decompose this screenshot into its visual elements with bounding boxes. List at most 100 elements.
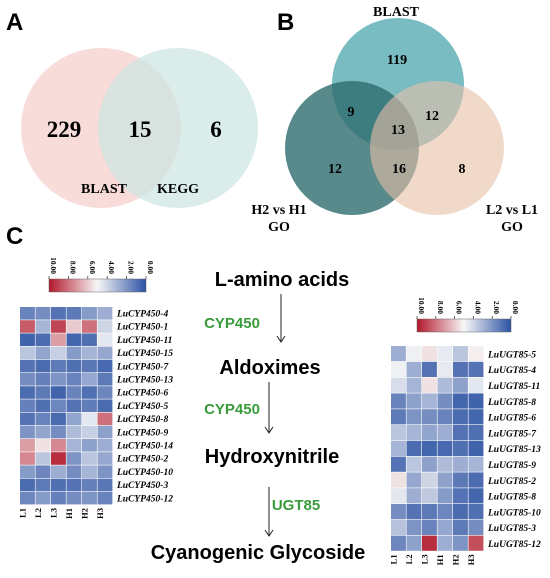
cyp-cell [97, 478, 113, 492]
venn-b-label-h-line1: H2 vs H1 [251, 203, 306, 218]
ugt-cell [437, 504, 453, 520]
cyp-cell [20, 333, 35, 346]
cyp-cell [20, 465, 35, 478]
cyp-cell [66, 412, 82, 426]
venn-b-circle-l [370, 81, 504, 215]
cyp-cell [82, 465, 97, 478]
ugt-cell [468, 346, 484, 362]
ugt-cell [468, 456, 484, 472]
ugt-cell [468, 504, 484, 520]
cyp-row-label: LuCYP450-14 [116, 442, 173, 452]
cyp-row-label: LuCYP450-5 [116, 402, 168, 412]
pathway-step-l-amino-acids: L-amino acids [215, 269, 349, 291]
cyp-cell [97, 359, 113, 373]
cyp-cell [66, 320, 82, 333]
cyp-row-label: LuCYP450-2 [116, 455, 168, 465]
cyp-cell [20, 320, 35, 333]
cyp-col-label: L2 [33, 508, 43, 518]
cyp-cell [51, 346, 66, 360]
cyp-row-label: LuCYP450-12 [116, 494, 173, 504]
cyp-scale-tick-label: 0.00 [146, 261, 155, 274]
cyp-scale-tick-label: 10.00 [49, 257, 58, 274]
ugt-row-label: LuUGT85-7 [487, 429, 537, 439]
ugt-cell [437, 393, 453, 409]
cyp-cell [66, 452, 82, 465]
ugt-cell [468, 393, 484, 409]
ugt-cell [422, 472, 437, 488]
cyp-cell [51, 478, 66, 492]
cyp-cell [82, 439, 97, 452]
cyp-cell [35, 465, 51, 478]
cyp-cell [97, 452, 113, 465]
ugt-cell [468, 361, 484, 377]
ugt-cell [437, 488, 453, 504]
cyp-cell [66, 478, 82, 492]
venn-b-label-l-line2: GO [501, 220, 523, 235]
ugt-cell [468, 488, 484, 504]
ugt-cell [453, 504, 468, 520]
cyp-cell [51, 320, 66, 333]
pathway-enzyme-cyp450-1: CYP450 [204, 315, 260, 332]
ugt-cell [422, 456, 437, 472]
cyp-cell [66, 425, 82, 439]
cyp-cell [20, 452, 35, 465]
ugt-cell [391, 361, 406, 377]
ugt-col-label: L3 [419, 554, 429, 564]
ugt-row-label: LuUGT85-11 [487, 382, 540, 392]
ugt-cell [391, 472, 406, 488]
venn-a-label-kegg: KEGG [157, 182, 199, 197]
ugt-cell [391, 409, 406, 425]
venn-b-count-h-l: 16 [392, 162, 406, 177]
ugt-cell [406, 456, 422, 472]
cyp-cell [20, 373, 35, 386]
cyp-cell [35, 333, 51, 346]
ugt-row-label: LuUGT85-2 [487, 477, 536, 487]
ugt-scale-tick-label: 6.00 [455, 301, 464, 314]
ugt-cell [422, 535, 437, 551]
ugt-scale-tick-label: 8.00 [436, 301, 445, 314]
cyp-cell [97, 346, 113, 360]
venn-b-label-l-line1: L2 vs L1 [486, 203, 538, 218]
cyp-cell [35, 425, 51, 439]
cyp-col-label: L1 [17, 508, 27, 518]
ugt-cell [422, 504, 437, 520]
pathway-enzyme-ugt85: UGT85 [272, 497, 320, 514]
ugt-row-label: LuUGT85-8 [487, 398, 536, 408]
venn-a-count-blast-only: 229 [47, 117, 82, 142]
pathway: L-amino acids CYP450 Aldoximes CYP450 Hy… [151, 269, 366, 564]
ugt-cell [391, 393, 406, 409]
ugt-cell [406, 393, 422, 409]
cyp-cell [66, 386, 82, 399]
cyp-row-label: LuCYP450-10 [116, 468, 173, 478]
ugt-row-label: LuUGT85-5 [487, 350, 536, 360]
ugt-cell [437, 519, 453, 535]
ugt-cell [406, 425, 422, 441]
cyp-row-label: LuCYP450-15 [116, 349, 173, 359]
ugt-cell [453, 488, 468, 504]
cyp-row-label: LuCYP450-3 [116, 481, 168, 491]
ugt-col-label: H3 [466, 554, 476, 565]
cyp-cell [20, 359, 35, 373]
cyp-cell [35, 359, 51, 373]
cyp-cell [82, 491, 97, 505]
ugt-cell [453, 425, 468, 441]
ugt-cell [422, 425, 437, 441]
cyp-cell [20, 307, 35, 320]
venn-a-count-kegg-only: 6 [210, 117, 222, 142]
ugt-row-label: LuUGT85-12 [487, 540, 541, 550]
venn-b-count-blast-only: 119 [387, 53, 407, 68]
ugt-cell [406, 361, 422, 377]
ugt-row-label: LuUGT85-13 [487, 445, 541, 455]
ugt-cell [391, 535, 406, 551]
cyp-cell [51, 491, 66, 505]
cyp-cell [35, 399, 51, 412]
ugt-col-label: H2 [450, 554, 460, 565]
cyp-row-label: LuCYP450-4 [116, 310, 168, 320]
cyp-cell [97, 425, 113, 439]
ugt-cell [422, 361, 437, 377]
ugt-cell [453, 440, 468, 456]
cyp-cell [82, 307, 97, 320]
cyp-col-label: L3 [48, 508, 58, 518]
cyp-cell [97, 465, 113, 478]
